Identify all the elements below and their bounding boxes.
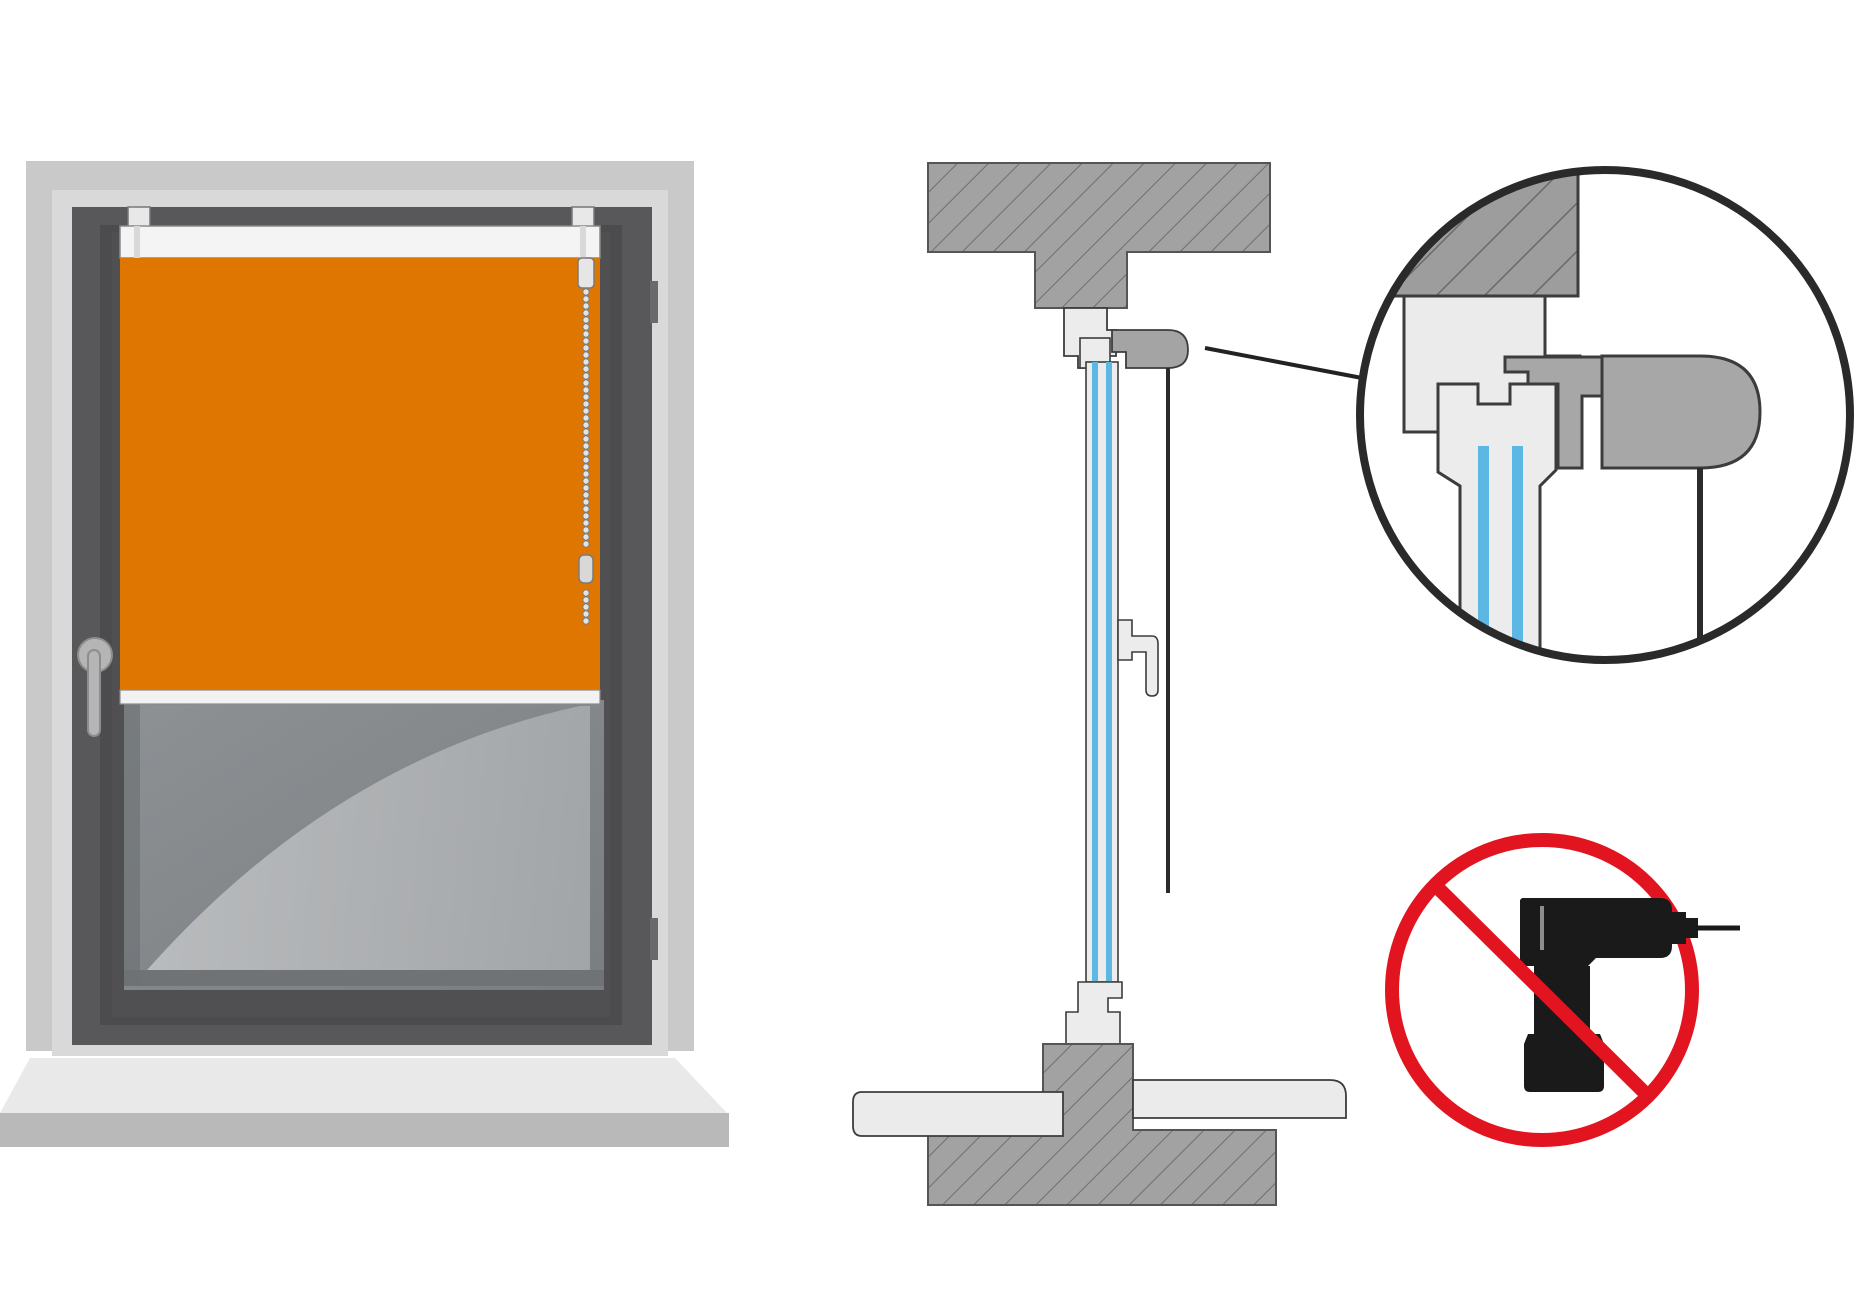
chain-weight: [578, 554, 594, 584]
chain-bead: [582, 358, 590, 366]
blind-headrail: [119, 225, 601, 259]
chain-bead: [582, 421, 590, 429]
blind-fabric: [120, 258, 600, 690]
chain-bead: [582, 386, 590, 394]
chain-bead: [582, 442, 590, 450]
chain-bead: [582, 491, 590, 499]
chain-bead: [582, 540, 590, 548]
chain-control-housing: [577, 257, 595, 289]
chain-bead: [582, 533, 590, 541]
blind-bracket-right: [571, 206, 595, 228]
window-sill: [0, 1058, 727, 1113]
chain-bead: [582, 435, 590, 443]
chain-bead: [582, 351, 590, 359]
chain-bead: [582, 498, 590, 506]
chain-bead: [582, 589, 590, 597]
chain-bead: [582, 470, 590, 478]
section-handle-icon: [1117, 619, 1159, 697]
sash-profile-vertical: [1085, 361, 1119, 983]
window-handle-icon: [77, 637, 113, 737]
chain-bead: [582, 302, 590, 310]
chain-bead: [582, 610, 590, 618]
detail-view: [1356, 166, 1854, 664]
glazing-line-left: [1092, 362, 1098, 982]
chain-bead: [582, 428, 590, 436]
chain-bead: [582, 526, 590, 534]
chain-bead: [582, 505, 590, 513]
chain-bead: [582, 344, 590, 352]
prohibition-slash: [1431, 881, 1653, 1101]
chain-bead: [582, 603, 590, 611]
front-view-window: [0, 161, 729, 1147]
chain-bead: [582, 400, 590, 408]
chain-bead: [582, 379, 590, 387]
chain-bead: [582, 414, 590, 422]
clamp-bracket: [1111, 329, 1189, 369]
glazing-line-right: [1106, 362, 1112, 982]
detail-glazing-left: [1478, 446, 1489, 660]
lintel-masonry: [927, 162, 1271, 309]
detail-bracket-head: [1600, 354, 1762, 470]
hinge-bottom: [650, 918, 658, 960]
chain-bead: [582, 372, 590, 380]
blind-bracket-left: [127, 206, 151, 228]
chain-bead: [582, 337, 590, 345]
chain-bead: [582, 519, 590, 527]
blind-bottom-bar: [119, 689, 601, 705]
chain-bead: [582, 295, 590, 303]
hinge-top: [650, 281, 658, 323]
section-view: [852, 162, 1363, 1206]
chain-bead: [582, 596, 590, 604]
chain-bead: [582, 288, 590, 296]
chain-bead: [582, 617, 590, 625]
chain-icon: [582, 288, 590, 625]
chain-bead: [582, 323, 590, 331]
chain-bead: [582, 512, 590, 520]
bottom-frame-profile: [1065, 981, 1123, 1045]
chain-bead: [582, 407, 590, 415]
chain-bead: [582, 330, 590, 338]
interior-sill-board: [852, 1091, 1064, 1137]
chain-bead: [582, 484, 590, 492]
chain-bead: [582, 365, 590, 373]
exterior-sill-board: [1132, 1079, 1347, 1119]
chain-bead: [582, 477, 590, 485]
chain-bead: [582, 456, 590, 464]
chain-bead: [582, 309, 590, 317]
drill-icon: [1520, 898, 1740, 1092]
chain-bead: [582, 449, 590, 457]
detail-glazing-right: [1512, 446, 1523, 660]
chain-bead: [582, 316, 590, 324]
no-drilling-icon: [1385, 833, 1740, 1147]
detail-callout-line: [1204, 346, 1363, 380]
magnifier-ring: [1356, 166, 1854, 664]
chain-bead: [582, 393, 590, 401]
chain-bead: [582, 463, 590, 471]
